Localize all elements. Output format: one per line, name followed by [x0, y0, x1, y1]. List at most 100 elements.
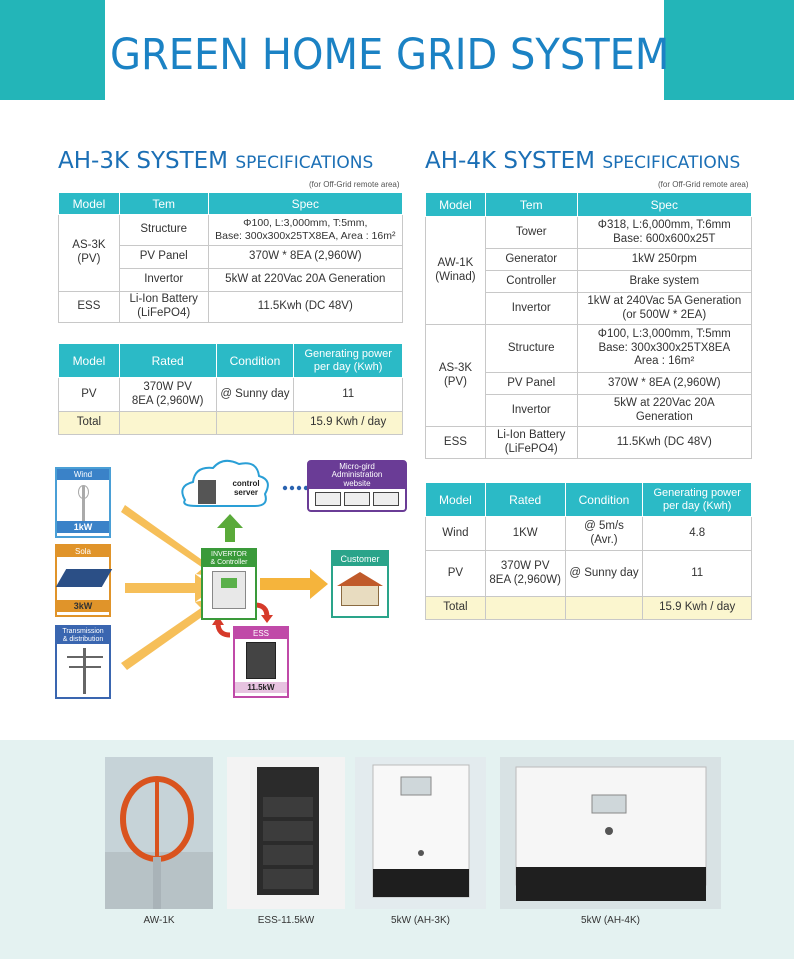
wind-value: 1kW [57, 521, 109, 533]
table-row: Invertor 1kW at 240Vac 5A Generation (or… [426, 292, 753, 325]
battery-rack-icon [227, 757, 345, 909]
table-row: ESS Li-Ion Battery (LiFePO4) 11.5Kwh (DC… [58, 291, 404, 323]
house-icon [333, 566, 387, 616]
total-row: Total 15.9 Kwh / day [425, 596, 752, 620]
item-cell: Controller [484, 270, 578, 293]
control-server-label: control server [232, 479, 260, 497]
arrow-to-server [217, 514, 243, 542]
photo-caption: AW-1K [143, 915, 175, 926]
col-header: Model [425, 192, 486, 217]
table-header-row: Model Tem Spec [425, 192, 753, 217]
rated-cell: 1KW [484, 516, 566, 551]
spec-cell: 5kW at 220Vac 20A Generation [207, 268, 404, 292]
item-cell: PV Panel [118, 245, 209, 269]
spec-cell: Φ318, L:6,000mm, T:6mm Base: 600x600x25T [576, 216, 753, 249]
item-cell: Li-Ion Battery (LiFePO4) [118, 291, 209, 323]
solar-panel-icon [55, 557, 113, 600]
ess-rack-photo [227, 757, 345, 909]
table-row: AW-1K (Winad) Tower Φ318, L:6,000mm, T:6… [425, 216, 753, 325]
wind-turbine-photo [105, 757, 213, 909]
ah3k-title-sub: SPECIFICATIONS [235, 153, 374, 173]
wind-turbine-icon [105, 757, 213, 909]
dot [289, 485, 295, 491]
item-cell: Invertor [484, 292, 578, 325]
customer-label: Customer [333, 552, 387, 566]
photo-caption: ESS-11.5kW [257, 915, 315, 926]
battery-rack-icon [246, 642, 276, 679]
arrow-grid [121, 597, 219, 670]
col-header: Condition [215, 343, 295, 378]
total-label: Total [425, 596, 486, 620]
col-header: Condition [564, 482, 644, 517]
col-header: Model [58, 343, 120, 378]
ah3k-title-main: AH-3K SYSTEM [58, 148, 236, 174]
grid-label: Transmission & distribution [57, 627, 109, 645]
spec-cell: 1kW 250rpm [576, 248, 753, 271]
ah4k-generation-table: Model Rated Condition Generating power p… [425, 482, 752, 620]
model-cell: PV [58, 377, 120, 412]
table-row: AS-3K (PV) Structure Φ100, L:3,000mm, T:… [58, 214, 404, 292]
inverter-ah3k-photo [355, 757, 486, 909]
photo-caption: 5kW (AH-3K) [391, 915, 450, 926]
sola-label: Sola [57, 546, 109, 557]
col-header: Spec [207, 192, 404, 215]
spec-cell: 5kW at 220Vac 20A Generation [576, 394, 753, 427]
sola-source-box: Sola 3kW [55, 544, 113, 617]
col-header: Model [425, 482, 486, 517]
ah4k-title: AH-4K SYSTEM SPECIFICATIONS [425, 148, 740, 174]
power-cell: 4.8 [642, 516, 752, 551]
item-cell: Invertor [484, 394, 578, 427]
table-header-row: Model Rated Condition Generating power p… [425, 482, 752, 517]
ah3k-generation-table: Model Rated Condition Generating power p… [58, 343, 403, 435]
spec-cell: 11.5Kwh (DC 48V) [207, 291, 404, 323]
ah4k-note: (for Off-Grid remote area) [658, 180, 749, 189]
table-row: ESS Li-Ion Battery (LiFePO4) 11.5Kwh (DC… [425, 426, 753, 459]
photo-caption: 5kW (AH-4K) [581, 915, 640, 926]
spec-cell: Φ100, L:3,000mm, T:5mm Base: 300x300x25T… [576, 324, 753, 373]
total-value: 15.9 Kwh / day [293, 411, 403, 435]
admin-website-label: Micro-gird Administration website [309, 462, 405, 490]
arrow-head-ess [261, 615, 273, 623]
screen-icon [343, 492, 370, 507]
spec-cell: Brake system [576, 270, 753, 293]
dot [282, 485, 288, 491]
arrow-wind [121, 505, 220, 578]
sola-value: 3kW [57, 600, 109, 612]
ess-label: ESS [235, 628, 287, 639]
inverter-icon [355, 757, 486, 909]
table-row: PV 370W PV 8EA (2,960W) @ Sunny day 11 [425, 550, 752, 597]
col-header: Tem [484, 192, 578, 217]
table-row: Wind 1KW @ 5m/s (Avr.) 4.8 [425, 516, 752, 551]
table-row: PV 370W PV 8EA (2,960W) @ Sunny day 11 [58, 377, 403, 412]
table-row: Generator 1kW 250rpm [426, 248, 753, 271]
inverter-icon [500, 757, 721, 909]
screen-icon [373, 492, 400, 507]
empty-cell [215, 411, 295, 435]
table-header-row: Model Tem Spec [58, 192, 404, 215]
wind-source-box: Wind 1kW [55, 467, 111, 538]
model-cell: ESS [58, 291, 120, 323]
model-cell: AS-3K (PV) [58, 214, 120, 292]
inverter-label: INVERTOR & Controller [203, 550, 255, 568]
ah3k-spec-table: Model Tem Spec AS-3K (PV) Structure Φ100… [58, 192, 404, 323]
page-title: GREEN HOME GRID SYSTEM [110, 30, 670, 80]
wind-label: Wind [57, 469, 109, 480]
col-header: Rated [118, 343, 217, 378]
condition-cell: @ Sunny day [215, 377, 295, 412]
arrow-customer [260, 569, 328, 599]
ah3k-note: (for Off-Grid remote area) [309, 180, 400, 189]
admin-website-box: Micro-gird Administration website [307, 460, 407, 512]
server-icon [198, 480, 216, 504]
diagram-arrows [121, 459, 328, 670]
table-row: Controller Brake system [426, 270, 753, 293]
total-label: Total [58, 411, 120, 435]
inverter-ah4k-photo [500, 757, 721, 909]
model-cell: AW-1K (Winad) [425, 216, 486, 325]
rated-cell: 370W PV 8EA (2,960W) [118, 377, 217, 412]
model-cell: AS-3K (PV) [425, 324, 486, 427]
ess-value: 11.5kW [235, 682, 287, 693]
col-header: Spec [576, 192, 753, 217]
inverter-icon [212, 571, 246, 610]
item-cell: Li-Ion Battery (LiFePO4) [484, 426, 578, 459]
ah3k-title: AH-3K SYSTEM SPECIFICATIONS [58, 148, 373, 174]
